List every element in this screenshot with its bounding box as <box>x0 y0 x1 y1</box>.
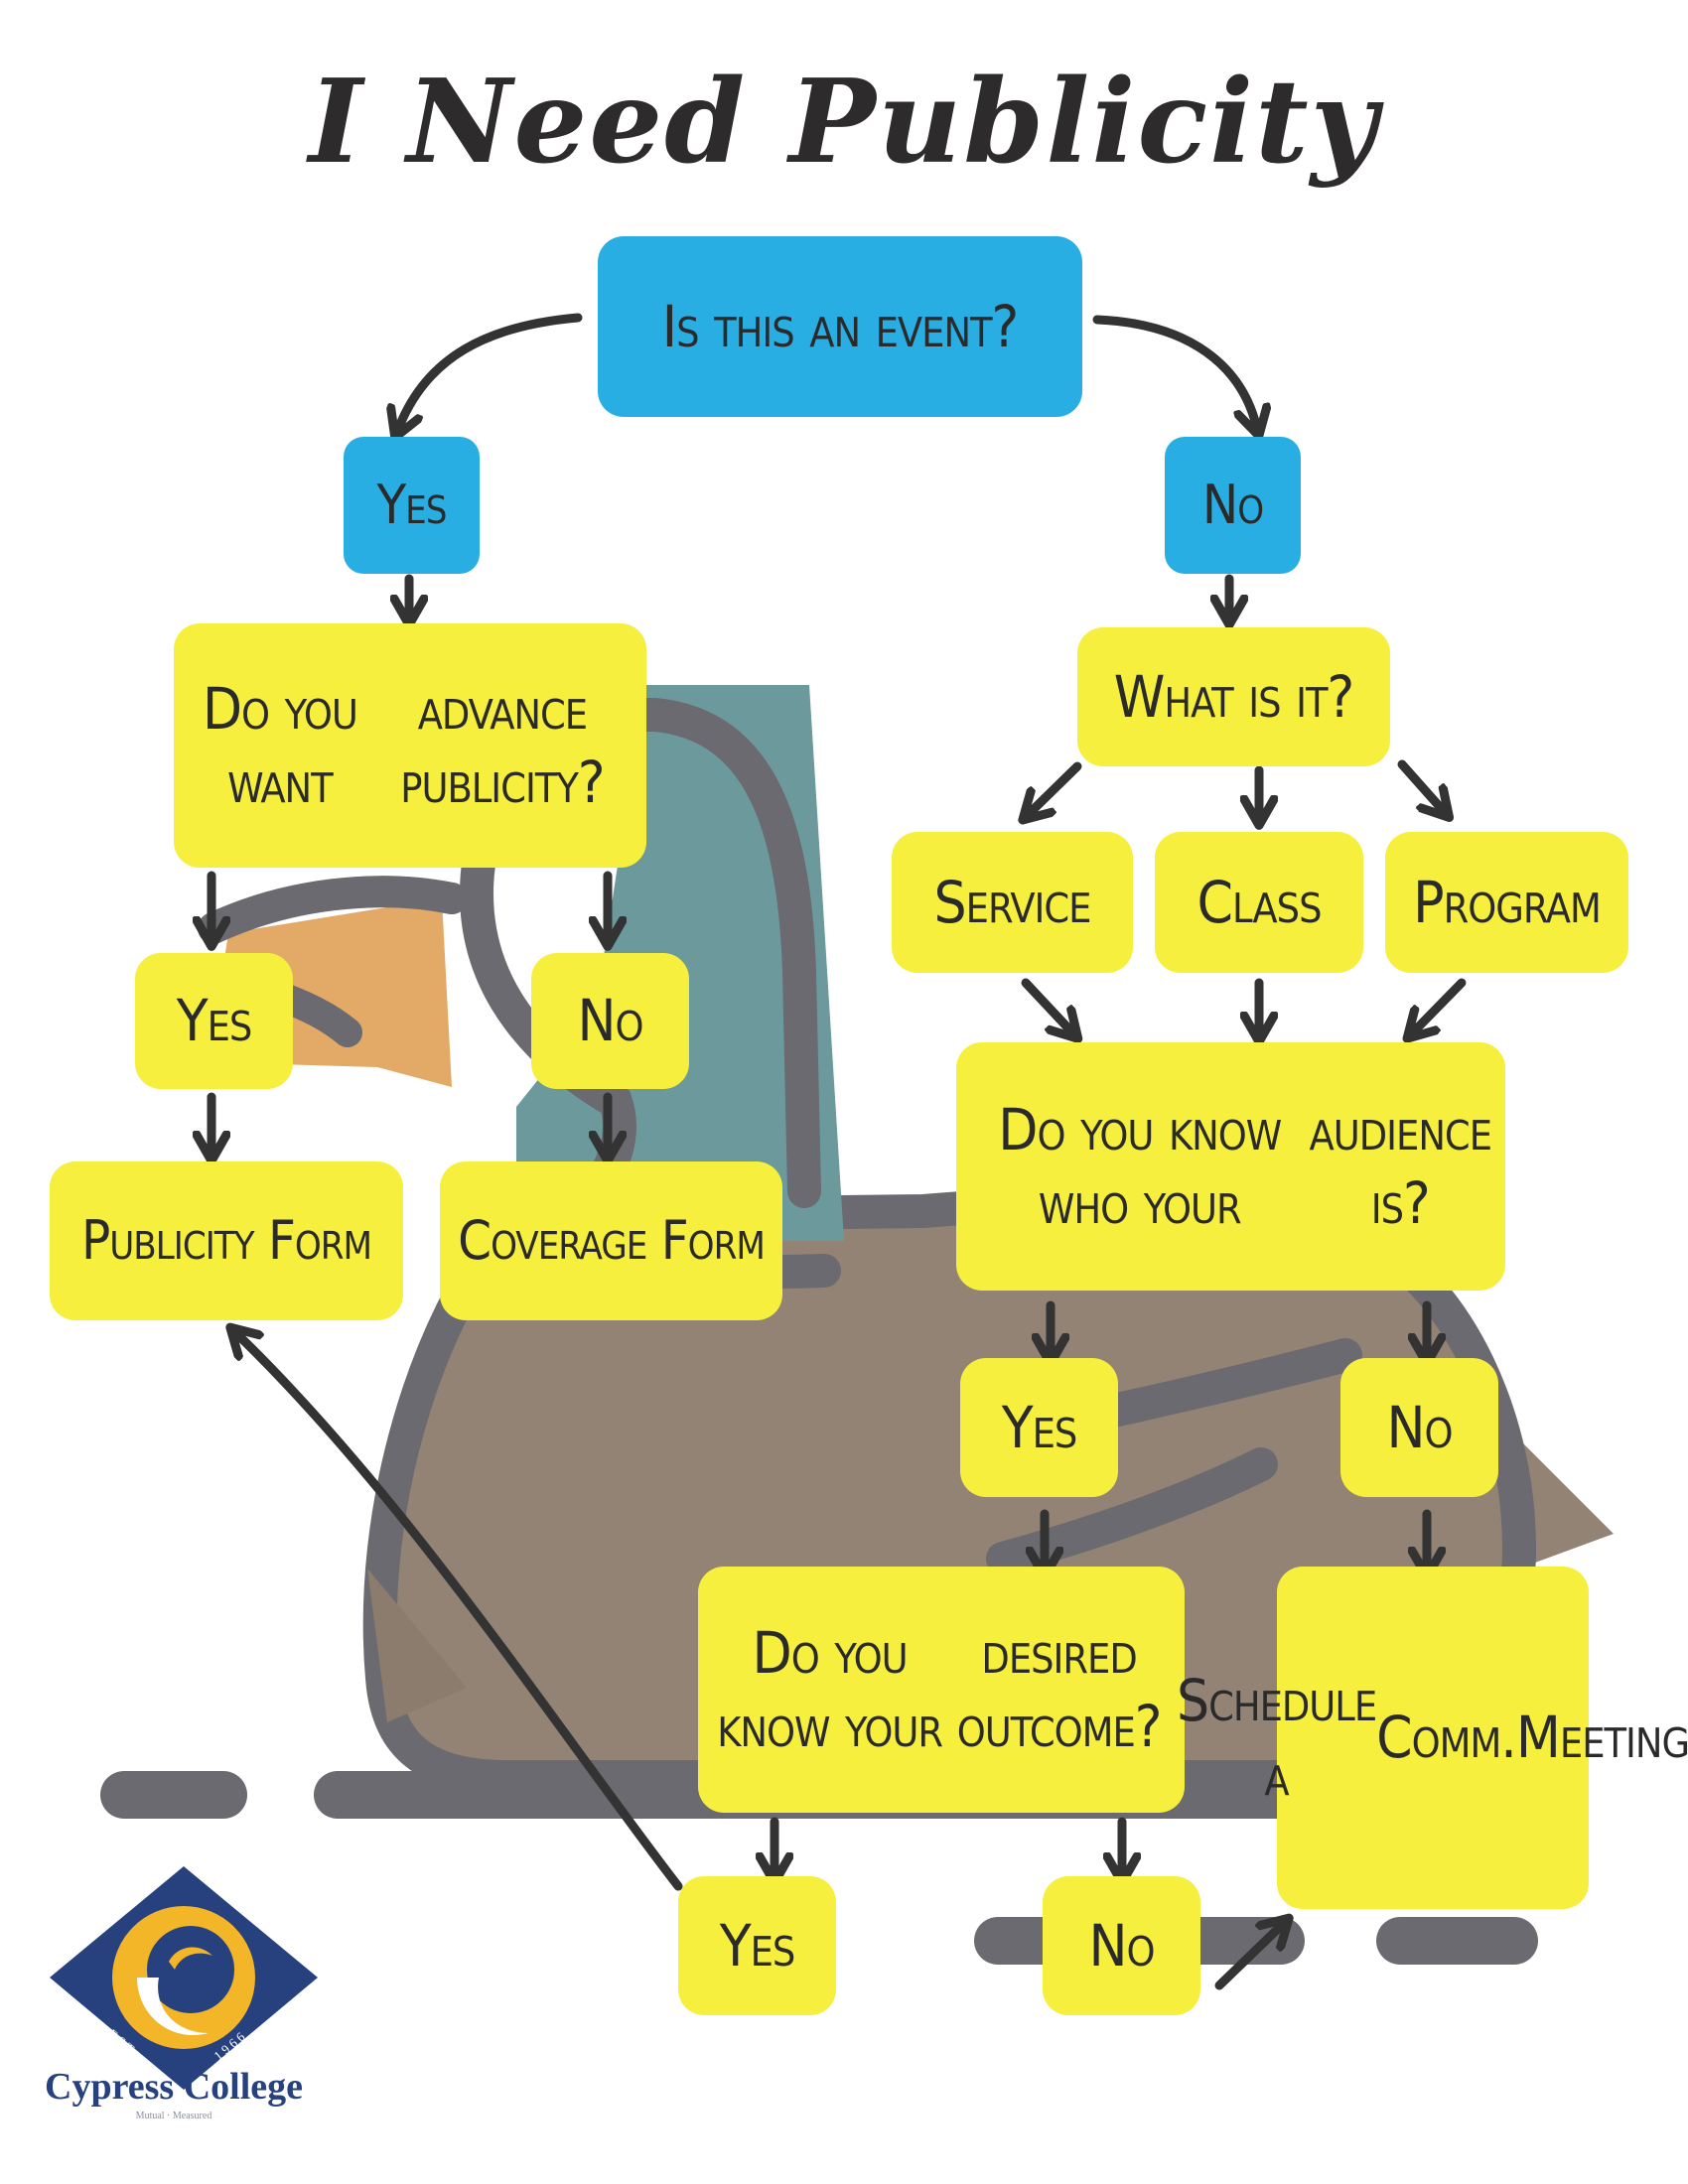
answer-no-event: No <box>1165 437 1301 574</box>
cypress-college-logo: E S T . 1 9 6 6 <box>50 1866 318 2090</box>
flow-arrows <box>211 313 1467 1990</box>
option-service: Service <box>892 832 1133 973</box>
answer-yes-outcome: Yes <box>678 1876 836 2015</box>
page-title: I Need Publicity <box>308 55 1380 190</box>
arrow-program-audience <box>1415 978 1467 1030</box>
arrow-what-program <box>1397 759 1442 809</box>
answer-no-audience: No <box>1340 1358 1498 1497</box>
question-is-event: Is this an event? <box>598 236 1082 417</box>
duck-body-shadow <box>367 1569 467 1722</box>
duck-beak-outline <box>198 876 468 944</box>
logo-swirl-inner <box>169 1947 212 1970</box>
duck-back-of-neck <box>638 698 821 1208</box>
arrow-event-to-yes <box>399 313 583 427</box>
publicity-form-node: Publicity Form <box>50 1161 403 1320</box>
arrow-service-audience <box>1021 978 1070 1030</box>
logo-tagline: Mutual · Measured <box>135 2111 212 2121</box>
arrow-no4-schedule <box>1214 1926 1281 1990</box>
logo-swirl <box>137 1978 209 2036</box>
arrow-event-to-no <box>1092 315 1256 425</box>
option-class: Class <box>1155 832 1363 973</box>
answer-no-outcome: No <box>1043 1876 1200 2015</box>
option-program: Program <box>1385 832 1628 973</box>
answer-yes-event: Yes <box>344 437 480 574</box>
arrow-yes4-publicity <box>238 1335 683 1891</box>
logo-college-name: Cypress College <box>45 2066 303 2108</box>
logo-inner-navy <box>147 1926 234 2013</box>
question-what-is-it: What is it? <box>1077 627 1390 766</box>
answer-yes-advance: Yes <box>135 953 293 1089</box>
answer-no-advance: No <box>531 953 689 1089</box>
arrow-what-service <box>1031 761 1082 812</box>
answer-yes-audience: Yes <box>960 1358 1118 1497</box>
coverage-form-node: Coverage Form <box>440 1161 782 1320</box>
